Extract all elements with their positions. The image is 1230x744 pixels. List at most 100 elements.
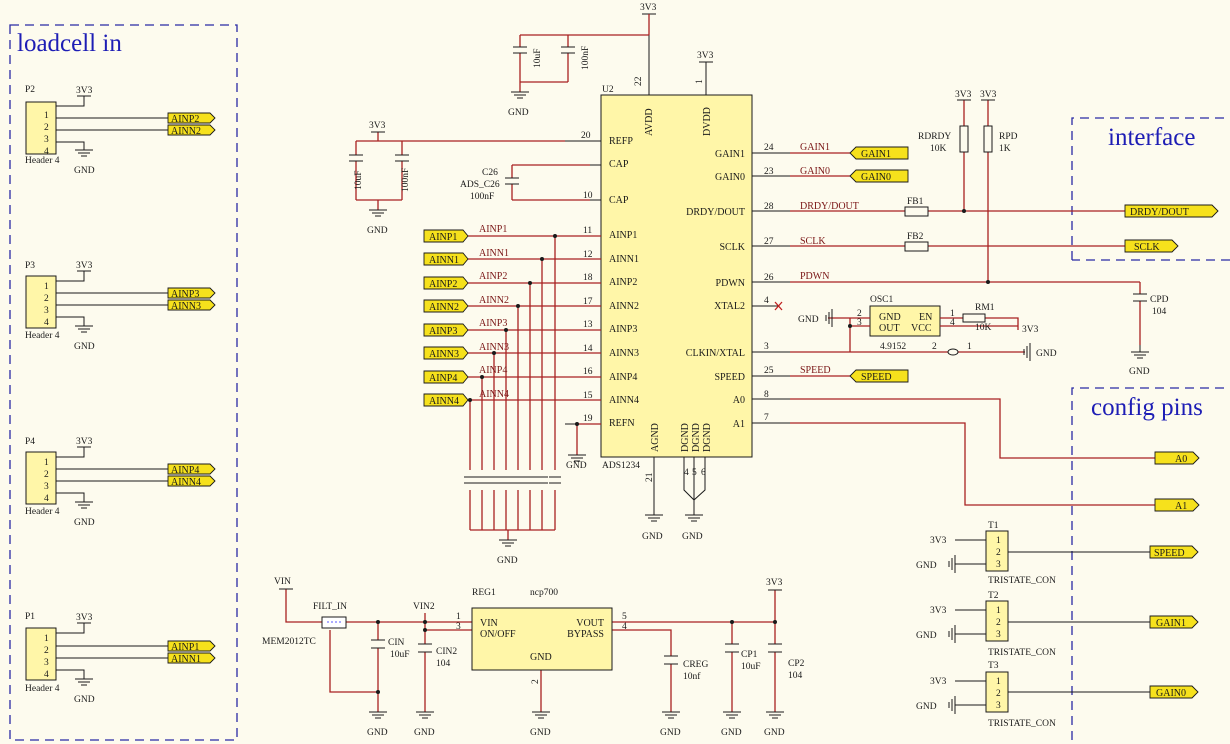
pin-label: DGND [702,423,713,452]
gnd-label: GND [642,532,663,542]
cap-ref: CP1 [741,650,758,660]
pin-num: 2 [932,342,937,352]
net-label: AINP2 [479,271,507,282]
pin-label: AINP4 [609,372,637,383]
filter-ref: FILT_IN [313,602,347,612]
tristate-t1: T1 1 2 3 TRISTATE_CON 3V3 GND SPEED [916,521,1199,586]
cap-value: 104 [436,659,451,669]
no-connect-icon [774,301,783,311]
pin-num: 1 [695,79,705,84]
regulator-chip [471,607,613,671]
osc-pin: GND [879,312,901,323]
pin-label: DVDD [702,107,713,136]
pin-num: 3 [996,701,1001,711]
interface-title: interface [1108,124,1195,151]
pin-num: 17 [583,297,593,307]
pin-num: 18 [583,273,593,283]
resistor-value: 10K [975,323,992,333]
pin-num: 3 [44,306,49,316]
net-port: AINP2 [429,279,457,290]
cap-value: 100nF [470,192,494,202]
pin-num: 6 [701,468,706,478]
pin-num: 8 [764,390,769,400]
oscillator: OSC1 GND EN OUT VCC 4.9152 GND GND 3V3 R… [790,295,1057,362]
net-label: AINN3 [479,342,509,353]
pin-label: AVDD [644,108,655,136]
pin-label: CLKIN/XTAL [686,348,745,359]
ic-ref: U2 [602,85,614,95]
pin-label: AINN1 [609,254,639,265]
header-type: Header 4 [25,507,60,517]
net-port: AINN2 [171,126,201,137]
gnd-label: GND [530,728,551,738]
pin-label: AINP3 [609,324,637,335]
net-port: GAIN1 [1156,618,1186,629]
pin-num: 2 [996,689,1001,699]
cap-value: 10uF [354,170,364,190]
pin-label: A1 [733,419,745,430]
pin-num: 2 [44,294,49,304]
net-port: SCLK [1134,242,1160,253]
pin-num: 26 [764,273,774,283]
pin-num: 3 [44,658,49,668]
pin-num: 23 [764,167,774,177]
pin-label: GAIN0 [715,172,745,183]
net-port: AINP1 [171,642,199,653]
gnd-label: GND [367,728,388,738]
pin-num: 16 [583,367,593,377]
cap-value: 10uF [390,650,410,660]
net-port: AINN2 [429,302,459,313]
v3-label: 3V3 [76,261,93,271]
cap-ref: CREG [683,660,708,670]
net-port: AINP1 [429,232,457,243]
pin-num: 1 [44,111,49,121]
cap-ref: C26 [482,168,498,178]
net-port: GAIN1 [861,149,891,160]
pin-num: 3 [456,622,461,632]
net-port: AINP3 [429,326,457,337]
v3-label: 3V3 [76,613,93,623]
net-label: AINP3 [479,318,507,329]
net-label: AINN2 [479,295,509,306]
net-port: SPEED [1154,548,1185,559]
pin-label: AINP1 [609,230,637,241]
pin-num: 3 [996,560,1001,570]
pin-num: 1 [967,342,972,352]
v3-label: 3V3 [1022,325,1039,335]
header-ref: P2 [25,85,35,95]
pin-num: 20 [581,131,591,141]
pin-num: 1 [44,282,49,292]
loadcell-title: loadcell in [17,30,122,57]
pin-num: 3 [44,135,49,145]
resistor-ref: RM1 [975,303,995,313]
net-label: AINP1 [479,224,507,235]
gnd-label: GND [414,728,435,738]
reg-part: ncp700 [530,588,558,598]
pin-num: 4 [44,670,49,680]
pin-label: CAP [609,195,629,206]
config-title: config pins [1091,394,1203,421]
vin-label: VIN [274,577,291,587]
config-frame [1071,387,1230,740]
gnd-label: GND [74,166,95,176]
ferrite-ref: FB2 [907,232,924,242]
pin-num: 1 [44,458,49,468]
cap-ref: CPD [1150,295,1169,305]
net-port: DRDY/DOUT [1130,207,1189,218]
ic-part: ADS1234 [602,461,640,471]
pin-label: AINP2 [609,277,637,288]
pin-num: 27 [764,237,774,247]
refn-ground: GND [566,422,601,471]
tristate-ref: T3 [988,661,999,671]
osc-pin: EN [919,312,932,323]
pin-num: 28 [764,202,774,212]
cap-value: 100nF [581,46,591,70]
pin-num: 5 [692,468,697,478]
net-port: AINN4 [171,477,201,488]
cap-value: 10uF [741,662,761,672]
pin-num: 22 [634,76,644,86]
net-port: A1 [1175,501,1187,512]
reg-pin: VIN [480,618,498,629]
v3-label: 3V3 [980,90,997,100]
